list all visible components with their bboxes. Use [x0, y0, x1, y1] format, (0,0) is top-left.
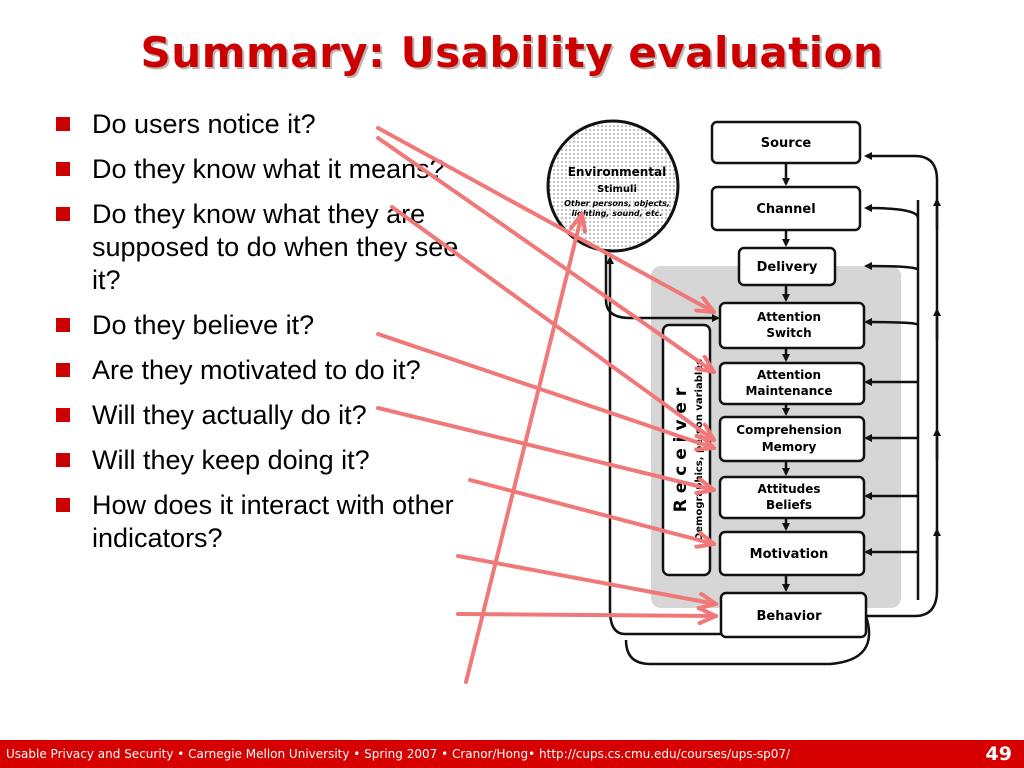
bullet-text: How does it interact with other indicato…: [92, 490, 454, 553]
bullet-text: Do they know what it means?: [92, 154, 445, 184]
box-attitudes-beliefs: Attitudes Beliefs: [718, 475, 866, 520]
box-label: Memory: [762, 440, 817, 454]
bullet-text: Are they motivated to do it?: [92, 355, 421, 385]
arrow-motivated-to-motivation: [468, 478, 714, 544]
bullet-text: Do users notice it?: [92, 109, 316, 139]
bullet-square-icon: [56, 162, 70, 176]
box-label: Channel: [756, 202, 815, 217]
arrow-actually-do-to-behavior: [456, 554, 716, 604]
bullet-item: Are they motivated to do it?: [54, 354, 474, 387]
box-label: Attention: [757, 368, 821, 382]
slide-title: Summary: Usability evaluation: [140, 28, 884, 77]
box-comprehension-memory: Comprehension Memory: [718, 415, 866, 463]
box-label: Switch: [766, 326, 811, 340]
bullet-item: Do they know what they are supposed to d…: [54, 198, 474, 297]
footer-bar: Usable Privacy and Security • Carnegie M…: [0, 740, 1024, 768]
bullet-list: Do users notice it? Do they know what it…: [54, 108, 474, 567]
arrow-know-action-to-comprehension: [376, 332, 714, 448]
arrow-believe-to-attitudes: [376, 406, 714, 490]
box-label: Comprehension: [736, 423, 841, 437]
bullet-square-icon: [56, 363, 70, 377]
bullet-text: Do they believe it?: [92, 310, 315, 340]
box-attention-switch: Attention Switch: [718, 301, 866, 350]
box-label: Source: [761, 136, 812, 151]
box-channel: Channel: [710, 185, 862, 232]
bullet-square-icon: [56, 408, 70, 422]
bullet-item: Do they know what it means?: [54, 153, 474, 186]
receiver-label: R e c e i v e r: [671, 387, 691, 512]
page-number: 49: [985, 743, 1012, 765]
arrow-keep-doing-to-behavior: [456, 614, 716, 616]
bullet-text: Will they actually do it?: [92, 400, 367, 430]
question-mapping-arrows: [376, 126, 716, 684]
bullet-item: Do users notice it?: [54, 108, 474, 141]
box-label: Maintenance: [745, 384, 832, 398]
box-behavior: Behavior: [719, 591, 868, 639]
bullet-square-icon: [56, 117, 70, 131]
flow-connectors: [604, 152, 941, 666]
box-label: Attitudes: [757, 482, 820, 496]
bullet-square-icon: [56, 453, 70, 467]
bullet-item: Will they actually do it?: [54, 399, 474, 432]
bullet-item: How does it interact with other indicato…: [54, 489, 474, 555]
bullet-item: Do they believe it?: [54, 309, 474, 342]
box-label: Attention: [757, 310, 821, 324]
environment-title: Environmental: [568, 165, 667, 179]
environment-subtitle: Stimuli: [597, 184, 637, 195]
environment-detail: Other persons, objects,: [564, 199, 670, 208]
bullet-square-icon: [56, 318, 70, 332]
box-label: Delivery: [757, 260, 818, 275]
box-source: Source: [710, 120, 862, 165]
box-label: Motivation: [750, 547, 829, 562]
box-attention-maintenance: Attention Maintenance: [718, 361, 866, 406]
bullet-item: Will they keep doing it?: [54, 444, 474, 477]
box-label: Beliefs: [766, 498, 812, 512]
bullet-square-icon: [56, 498, 70, 512]
communication-human-information-processing-diagram: Environmental Stimuli Other persons, obj…: [376, 119, 941, 684]
bullet-square-icon: [56, 207, 70, 221]
arrow-interact-to-environment: [464, 214, 582, 684]
box-delivery: Delivery: [737, 246, 837, 287]
footer-text: Usable Privacy and Security • Carnegie M…: [6, 747, 791, 761]
bullet-text: Will they keep doing it?: [92, 445, 370, 475]
box-motivation: Motivation: [718, 530, 866, 577]
receiver-sublabel: Demographics, person variables: [694, 359, 705, 541]
bullet-text: Do they know what they are supposed to d…: [92, 199, 459, 295]
arrow-notice-to-attention-switch: [376, 126, 714, 312]
environment-detail: lighting, sound, etc.: [572, 209, 663, 218]
box-label: Behavior: [756, 609, 822, 624]
arrow-notice-to-attention-maintenance: [376, 136, 714, 372]
